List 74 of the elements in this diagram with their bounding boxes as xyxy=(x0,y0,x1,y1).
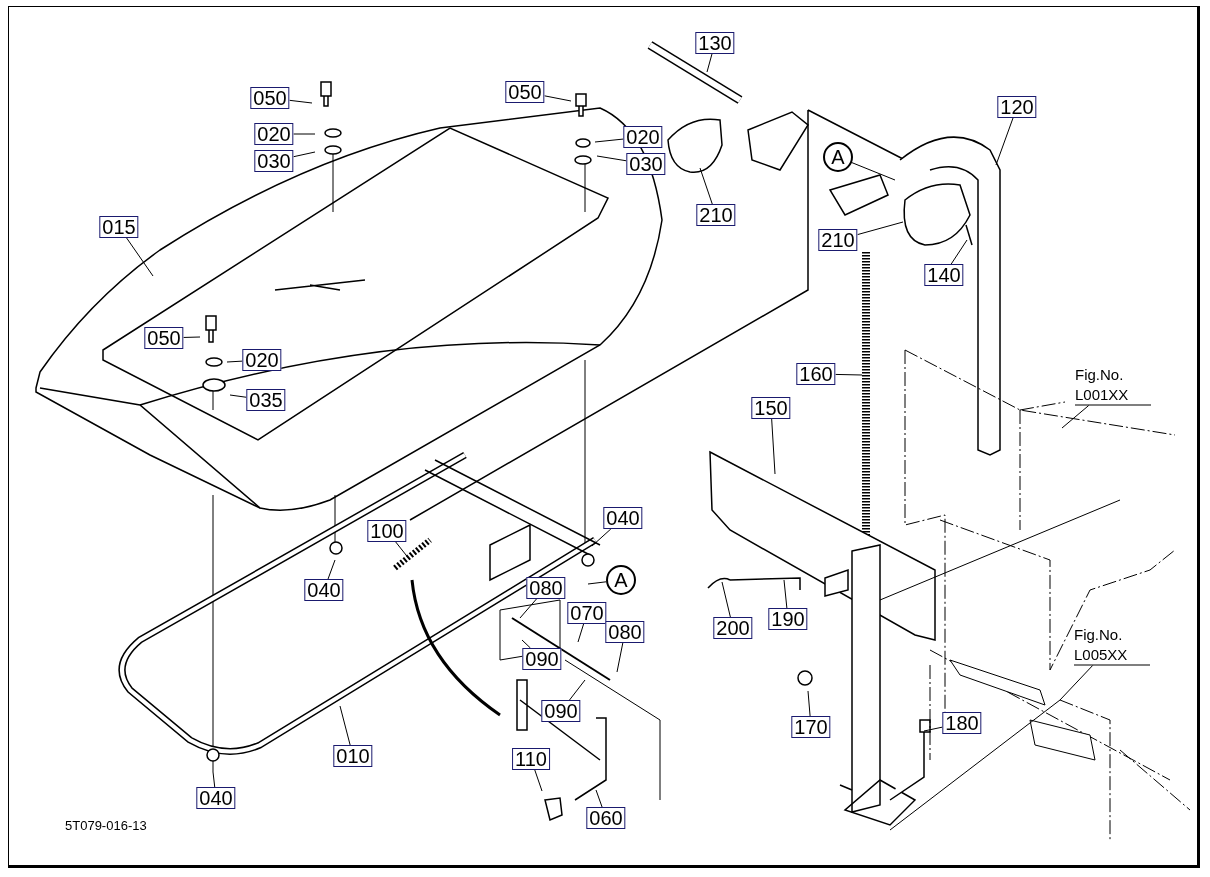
callout-number: 200 xyxy=(713,617,753,639)
leader-line xyxy=(783,579,788,609)
leader-line xyxy=(327,559,336,580)
leader-line xyxy=(569,679,586,701)
callout-number: 100 xyxy=(367,520,407,542)
callout-number: 060 xyxy=(586,807,626,829)
callout-number: 020 xyxy=(242,349,282,371)
callout-number: 040 xyxy=(603,507,643,529)
callout-number: 010 xyxy=(333,745,373,767)
callout-number: 180 xyxy=(942,712,982,734)
callout-number: 035 xyxy=(246,389,286,411)
leader-line xyxy=(857,221,904,236)
leader-line xyxy=(807,690,811,717)
callout-number: 150 xyxy=(751,397,791,419)
leader-line xyxy=(595,789,603,808)
leader-line xyxy=(591,528,612,547)
leader-line xyxy=(126,237,154,277)
callout-number: 020 xyxy=(254,123,294,145)
leader-line xyxy=(594,138,624,143)
callout-number: 050 xyxy=(505,81,545,103)
callout-number: 140 xyxy=(924,264,964,286)
callout-number: 090 xyxy=(541,700,581,722)
callout-number: 190 xyxy=(768,608,808,630)
leader-line xyxy=(293,151,316,158)
callout-number: 130 xyxy=(695,32,735,54)
leader-line xyxy=(226,360,243,363)
leader-line xyxy=(950,239,968,265)
leader-line xyxy=(596,155,627,162)
callout-number: 080 xyxy=(605,621,645,643)
callout-number: 050 xyxy=(250,87,290,109)
callout-number: 040 xyxy=(196,787,236,809)
leader-line xyxy=(395,541,411,561)
leader-line xyxy=(721,581,731,618)
figure-reference: Fig.No. L005XX xyxy=(1074,624,1150,666)
leader-line xyxy=(923,726,943,732)
callout-number: 210 xyxy=(696,204,736,226)
callout-number: 120 xyxy=(997,96,1037,118)
leader-line xyxy=(577,623,585,643)
reference-letter: A xyxy=(823,142,853,172)
leader-line xyxy=(995,117,1014,166)
leader-line xyxy=(699,167,713,205)
leader-line xyxy=(544,95,572,102)
leader-line xyxy=(183,336,201,338)
leader-line xyxy=(534,769,543,792)
leader-line xyxy=(293,133,316,135)
callout-number: 210 xyxy=(818,229,858,251)
leader-line xyxy=(229,394,247,398)
callout-number: 160 xyxy=(796,363,836,385)
callout-number: 170 xyxy=(791,716,831,738)
callout-number: 050 xyxy=(144,327,184,349)
leader-line xyxy=(339,705,351,746)
leader-line xyxy=(771,418,776,475)
drawing-number: 5T079-016-13 xyxy=(65,817,147,835)
leader-line xyxy=(1061,405,1090,429)
reference-letter: A xyxy=(606,565,636,595)
callout-number: 030 xyxy=(254,150,294,172)
leader-line xyxy=(587,581,607,585)
leader-line xyxy=(706,53,713,73)
callout-number: 070 xyxy=(567,602,607,624)
callout-number: 090 xyxy=(522,648,562,670)
leader-line xyxy=(519,598,537,619)
callout-number: 110 xyxy=(512,748,550,770)
callout-number: 080 xyxy=(526,577,566,599)
leader-line xyxy=(835,373,863,376)
leader-line xyxy=(521,639,531,649)
leader-line xyxy=(212,771,216,788)
figure-reference: Fig.No. L001XX xyxy=(1075,364,1151,406)
callout-number: 020 xyxy=(623,126,663,148)
callout-number: 040 xyxy=(304,579,344,601)
callout-number: 030 xyxy=(626,153,666,175)
callout-number: 015 xyxy=(99,216,139,238)
leader-line xyxy=(1059,665,1094,701)
leader-line xyxy=(616,642,624,673)
leader-line xyxy=(289,99,313,104)
